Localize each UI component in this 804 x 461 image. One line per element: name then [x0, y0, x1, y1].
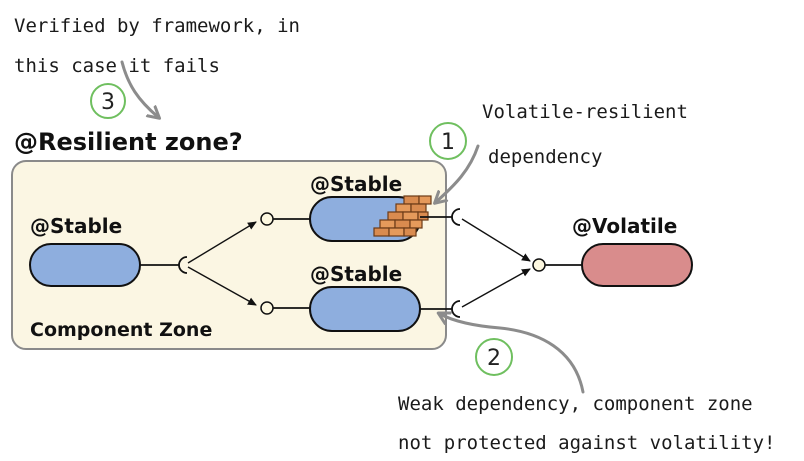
stable-top-label: @Stable: [310, 172, 402, 196]
wire-left-to-bottom: [187, 266, 257, 306]
stable-bottom-label: @Stable: [310, 262, 402, 286]
annotation-verified-line1: Verified by framework, in: [14, 15, 300, 37]
wire-top-to-volatile: [461, 218, 531, 262]
resilient-zone-title: @Resilient zone?: [14, 128, 243, 156]
stable-top-socket: [451, 208, 461, 226]
annotation-arrow-3: [120, 60, 158, 117]
annotation-volatile-resilient-line1: Volatile-resilient: [482, 101, 688, 123]
wire-left-to-top: [187, 221, 257, 264]
annotation-volatile-resilient-line2: dependency: [488, 146, 602, 168]
stable-left-socket: [178, 256, 188, 274]
stable-bottom-socket: [451, 300, 461, 318]
brick-wall-icon: [373, 195, 432, 237]
stable-bottom-port: [260, 301, 274, 315]
volatile-label: @Volatile: [572, 214, 677, 238]
annotation-weak-line2: not protected against volatility!: [398, 432, 776, 454]
marker-3: 3: [90, 83, 126, 119]
stable-bottom-component: [309, 286, 421, 332]
marker-2-label: 2: [487, 346, 501, 371]
marker-2: 2: [475, 338, 513, 376]
marker-1: 1: [429, 122, 467, 160]
marker-3-label: 3: [101, 90, 115, 115]
component-zone-label: Component Zone: [30, 319, 212, 341]
annotation-verified-line2: this case it fails: [14, 55, 220, 77]
stable-top-port: [260, 212, 274, 226]
wire-bottom-to-volatile: [461, 268, 531, 308]
volatile-port: [532, 258, 546, 272]
stable-left-label: @Stable: [30, 214, 122, 238]
volatile-component: [581, 243, 693, 287]
annotation-weak-line1: Weak dependency, component zone: [398, 393, 753, 415]
annotation-arrow-2: [440, 314, 585, 394]
annotation-arrow-1: [436, 144, 480, 202]
stable-left-component: [29, 243, 141, 287]
marker-1-label: 1: [441, 130, 455, 155]
